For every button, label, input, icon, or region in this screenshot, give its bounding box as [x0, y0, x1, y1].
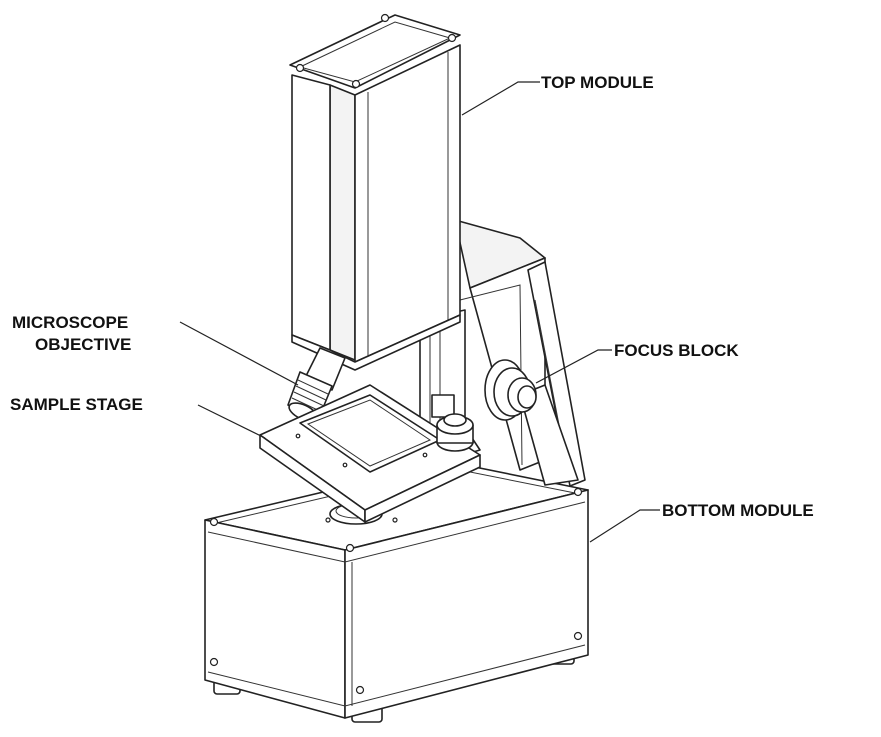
leader-top-module [461, 81, 540, 116]
label-top-module: TOP MODULE [541, 73, 654, 92]
leader-objective [179, 321, 299, 386]
top-lid [289, 14, 461, 89]
sample-stage [259, 384, 481, 523]
label-microscope-objective-line1: MICROSCOPE [12, 313, 128, 332]
leader-lines [179, 81, 660, 543]
stage-plate-side [364, 454, 481, 523]
top-front-face [291, 74, 331, 351]
label-sample-stage: SAMPLE STAGE [10, 395, 143, 414]
labels: TOP MODULE MICROSCOPE OBJECTIVE FOCUS BL… [10, 73, 814, 520]
bracket [527, 261, 586, 487]
bottom-module [204, 461, 589, 723]
leader-bottom-module [589, 509, 660, 543]
leader-focus-block [535, 349, 612, 384]
label-microscope-objective-line2: OBJECTIVE [35, 335, 131, 354]
label-bottom-module: BOTTOM MODULE [662, 501, 814, 520]
bracket-gusset [519, 384, 579, 486]
top-right-face [354, 44, 461, 363]
leader-sample-stage [197, 404, 266, 439]
column-clamp [431, 394, 455, 418]
top-module [289, 13, 461, 371]
rear-column [419, 219, 586, 487]
label-focus-block: FOCUS BLOCK [614, 341, 739, 360]
top-bevel [329, 84, 356, 361]
focus-knob [484, 359, 537, 421]
